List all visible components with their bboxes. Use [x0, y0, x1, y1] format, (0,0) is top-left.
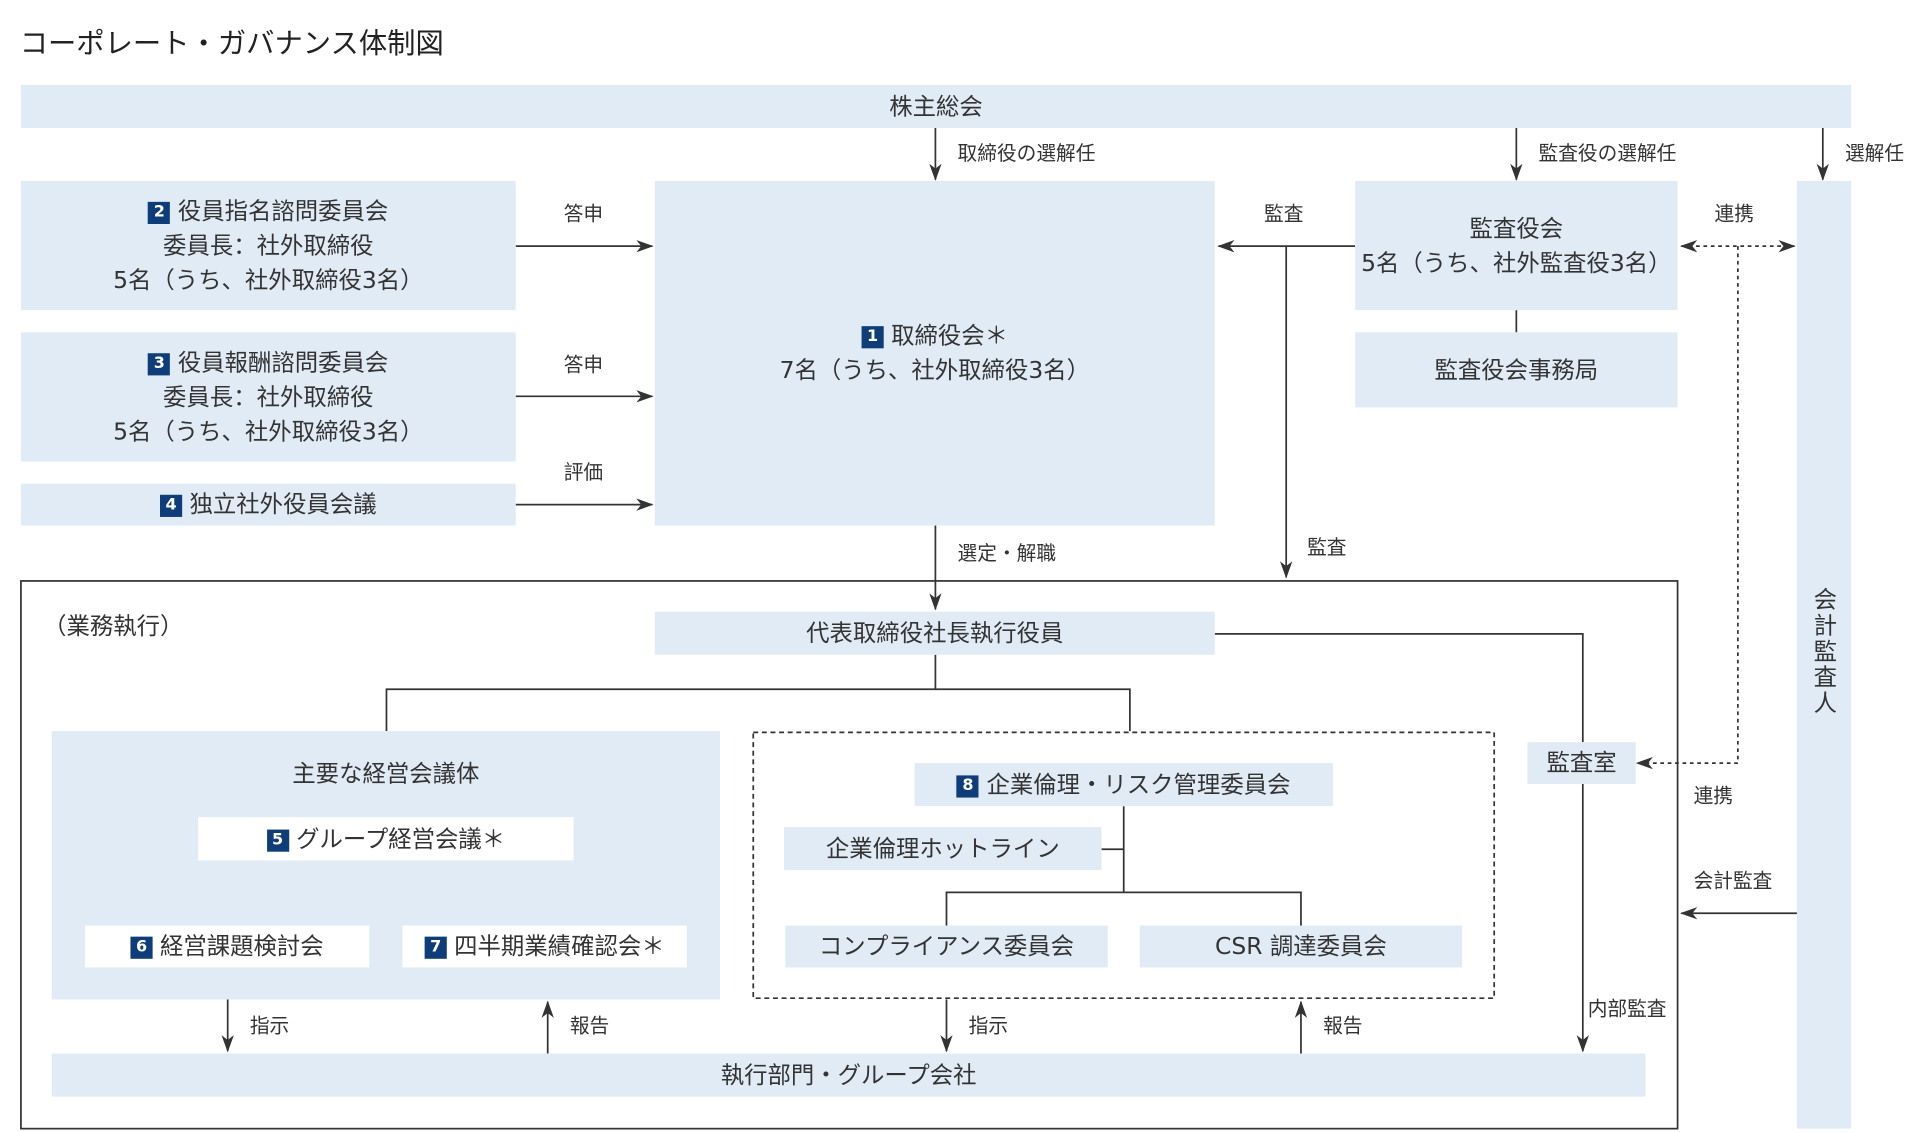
shareholders-meeting-label: 株主総会: [889, 92, 983, 121]
number-badge: 6: [130, 936, 153, 959]
ceo: 代表取締役社長執行役員: [654, 611, 1215, 655]
management-issues-meeting-name: 経営課題検討会: [159, 932, 324, 961]
nomination-committee-chair: 委員長：社外取締役: [163, 232, 374, 260]
audit-execution-label: 監査: [1307, 535, 1347, 559]
nomination-committee-name: 役員指名諮問委員会: [177, 197, 389, 225]
internal-audit-room-label: 監査室: [1546, 749, 1617, 777]
compliance-committee: コンプライアンス委員会: [785, 925, 1108, 968]
accounting-audit-label: 会計監査: [1693, 868, 1773, 893]
ethics-risk-committee: 8 企業倫理・リスク管理委員会: [914, 763, 1333, 807]
nomination-committee: 2 役員指名諮問委員会 委員長：社外取締役 5名（うち、社外取締役3名）: [20, 180, 516, 311]
ethics-risk-committee-name: 企業倫理・リスク管理委員会: [986, 771, 1291, 799]
report-label-2: 答申: [563, 353, 604, 377]
evaluation-label: 評価: [563, 460, 604, 484]
ethics-hotline-label: 企業倫理ホットライン: [825, 835, 1060, 863]
report-label-1: 答申: [563, 201, 604, 226]
executive-divisions: 執行部門・グループ会社: [51, 1053, 1646, 1097]
number-badge: 8: [956, 774, 980, 797]
internal-audit-label: 内部監査: [1587, 996, 1667, 1021]
independent-officers-meeting-name: 独立社外役員会議: [189, 491, 377, 519]
board-of-directors: 1 取締役会＊ 7名（うち、社外取締役3名）: [654, 180, 1215, 526]
independent-officers-meeting: 4 独立社外役員会議: [20, 483, 516, 526]
number-badge: 4: [159, 494, 183, 517]
ethics-hotline: 企業倫理ホットライン: [784, 827, 1102, 871]
audit-board-label: 監査: [1264, 201, 1304, 226]
csr-procurement-committee: CSR 調達委員会: [1139, 925, 1463, 968]
quarterly-results-meeting: 7 四半期業績確認会＊: [402, 925, 687, 968]
election-label: 選解任: [1844, 141, 1905, 165]
main-management-meetings-title: 主要な経営会議体: [292, 760, 480, 788]
appointment-label: 選定・解職: [957, 541, 1057, 565]
cooperation-label-top: 連携: [1714, 201, 1754, 226]
remuneration-committee: 3 役員報酬諮問委員会 委員長：社外取締役 5名（うち、社外取締役3名）: [20, 332, 516, 462]
number-badge: 5: [266, 828, 289, 852]
management-issues-meeting: 6 経営課題検討会: [84, 925, 370, 968]
internal-audit-room: 監査室: [1527, 742, 1636, 785]
accounting-auditor-label: 会計監査人: [1809, 587, 1837, 717]
executive-divisions-label: 執行部門・グループ会社: [720, 1061, 977, 1089]
board-of-auditors-members: 5名（うち、社外監査役3名）: [1361, 249, 1672, 277]
number-badge: 2: [148, 201, 171, 224]
nomination-committee-members: 5名（うち、社外取締役3名）: [113, 266, 424, 294]
page-title: コーポレート・ガバナンス体制図: [19, 28, 444, 61]
number-badge: 7: [424, 936, 447, 959]
auditors-office-label: 監査役会事務局: [1434, 356, 1599, 384]
csr-procurement-committee-label: CSR 調達委員会: [1215, 932, 1387, 961]
group-management-meeting: 5 グループ経営会議＊: [198, 817, 574, 861]
auditor-election-label: 監査役の選解任: [1538, 141, 1677, 165]
group-management-meeting-name: グループ経営会議＊: [296, 825, 506, 853]
compliance-committee-label: コンプライアンス委員会: [818, 932, 1075, 961]
remuneration-committee-members: 5名（うち、社外取締役3名）: [113, 417, 424, 445]
quarterly-results-meeting-name: 四半期業績確認会＊: [454, 932, 665, 961]
remuneration-committee-chair: 委員長：社外取締役: [163, 383, 374, 411]
number-badge: 1: [861, 326, 884, 349]
report-label-4: 報告: [1323, 1014, 1363, 1038]
number-badge: 3: [148, 352, 171, 375]
accounting-auditor: 会計監査人: [1796, 180, 1852, 1129]
cooperation-label-bottom: 連携: [1693, 784, 1733, 808]
ceo-label: 代表取締役社長執行役員: [806, 619, 1064, 647]
shareholders-meeting: 株主総会: [20, 84, 1852, 129]
auditors-office: 監査役会事務局: [1355, 332, 1678, 408]
board-of-auditors: 監査役会 5名（うち、社外監査役3名）: [1355, 180, 1678, 311]
director-election-label: 取締役の選解任: [957, 141, 1096, 165]
instruct-label-2: 指示: [968, 1014, 1009, 1038]
execution-label: （業務執行）: [43, 612, 184, 641]
remuneration-committee-name: 役員報酬諮問委員会: [177, 348, 389, 377]
instruct-label-1: 指示: [249, 1014, 290, 1038]
board-members: 7名（うち、社外取締役3名）: [779, 356, 1090, 385]
report-label-3: 報告: [569, 1014, 610, 1038]
board-of-auditors-name: 監査役会: [1469, 214, 1564, 242]
board-name: 取締役会＊: [891, 322, 1009, 350]
